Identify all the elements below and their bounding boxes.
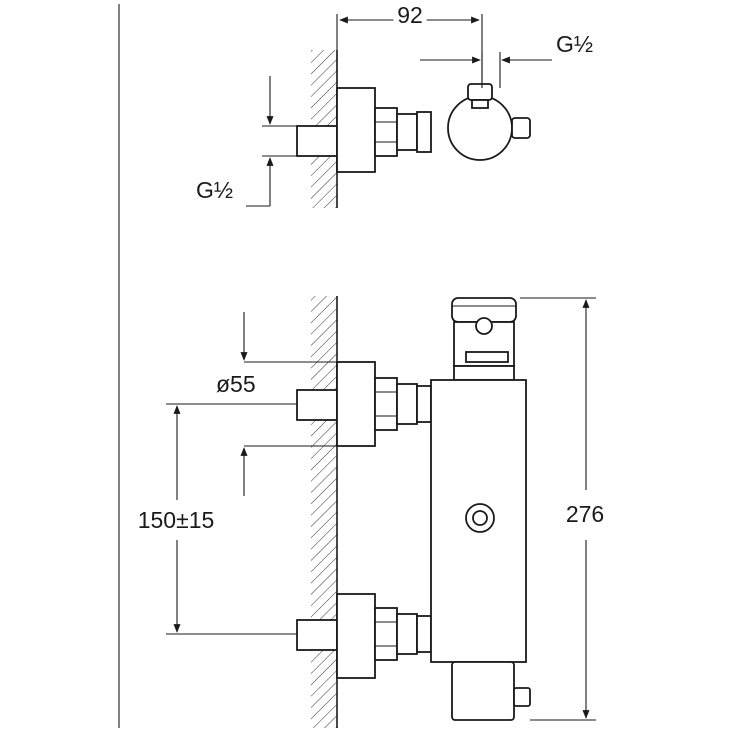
thread-label-left: G½ [196, 177, 233, 203]
center-distance-label: 150±15 [138, 507, 215, 533]
nut-top [374, 107, 398, 157]
pipe-stub-upper [296, 389, 338, 421]
pipe-stub-lower [296, 619, 338, 651]
pipe-stub-top [296, 125, 338, 157]
escutcheon-lower [336, 593, 376, 679]
connector-top [396, 113, 418, 151]
thread-label-right: G½ [556, 31, 593, 57]
escutcheon-top [336, 87, 376, 173]
diameter-dimension-label: ø55 [216, 371, 256, 397]
bottom-outlet [451, 661, 515, 721]
side-knob-top [511, 117, 531, 139]
wall-hatch-front [311, 296, 337, 728]
nut-upper [374, 377, 398, 431]
height-dimension-label: 276 [566, 501, 604, 527]
nut-lower [374, 607, 398, 661]
width-dimension-label: 92 [397, 2, 423, 28]
top-view: 92 G½ G½ [196, 0, 593, 208]
escutcheon-upper [336, 361, 376, 447]
stem-top [467, 83, 493, 101]
front-view: ø55 150±15 276 [133, 296, 610, 728]
